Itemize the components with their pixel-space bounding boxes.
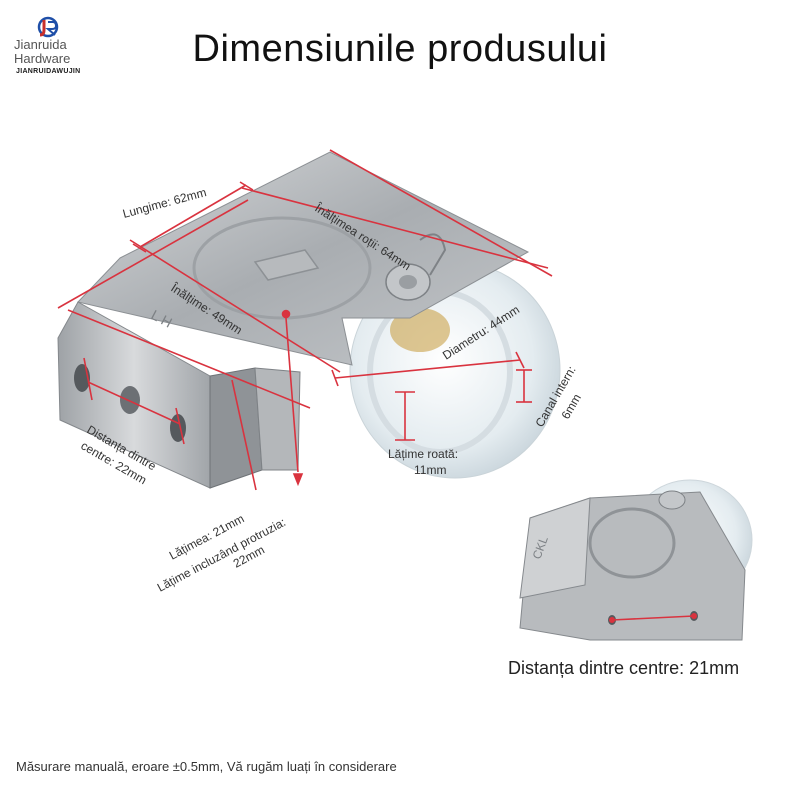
dimension-lines <box>57 149 553 491</box>
brand-tagline: JIANRUIDAWUJIN <box>16 68 81 75</box>
dim-line-length <box>139 184 247 248</box>
steel-bracket: L H <box>57 151 530 489</box>
brand-logo: Jianruida Hardware JIANRUIDAWUJIN <box>12 12 112 82</box>
label-wheel-width-line2: 11mm <box>414 463 446 477</box>
inset-product-photo: CKL <box>519 479 753 641</box>
dim-line-center-distance <box>87 381 181 425</box>
brand-name: Jianruida Hardware <box>14 37 71 66</box>
inset-caption: Distanța dintre centre: 21mm <box>508 658 740 678</box>
label-wheel-width-line1: Lățime roată: <box>388 447 458 461</box>
footer-note: Măsurare manuală, eroare ±0.5mm, Vă rugă… <box>16 759 397 774</box>
dim-line-width <box>231 379 257 491</box>
brand-mark-icon <box>37 16 59 38</box>
dim-line-height <box>67 309 311 409</box>
dim-line-diameter <box>334 359 521 379</box>
dim-line-protrusion <box>285 317 299 473</box>
dim-line-wheel-height <box>241 187 549 269</box>
page-title: Dimensiunile produsului <box>192 28 608 70</box>
